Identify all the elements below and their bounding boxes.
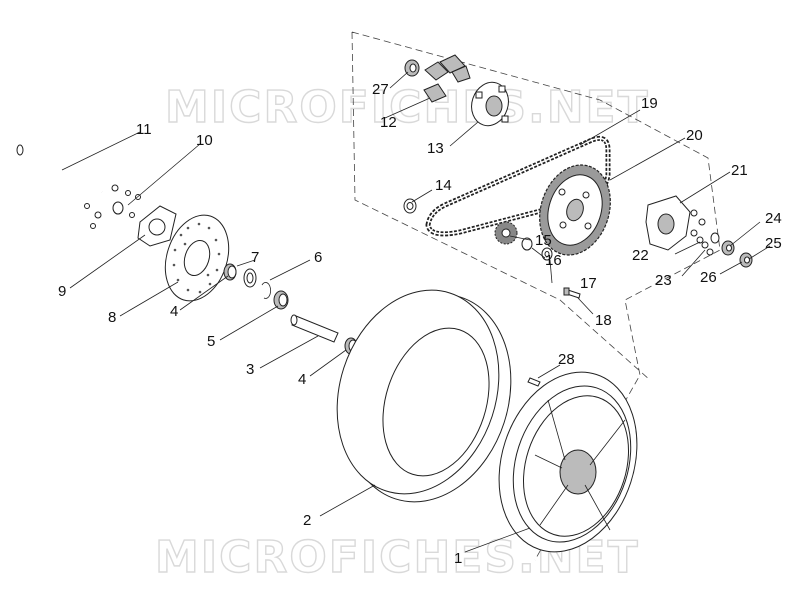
callout-16: 16 [545,252,562,269]
callout-22: 22 [632,247,649,264]
brake-disc [164,214,230,302]
sprocket-cover [645,195,691,251]
carrier-spacer [403,198,417,214]
callout-6: 6 [314,249,322,266]
callout-9: 9 [58,283,66,300]
callout-1: 1 [454,550,462,567]
cush-drive-rubbers [423,54,471,103]
spacer-tube [290,314,339,343]
rear-rim [498,371,638,553]
valve-stem [527,377,541,387]
callout-3: 3 [246,361,254,378]
callout-7: 7 [251,249,259,266]
rear-sprocket [539,164,611,256]
sprocket-washer [521,237,533,251]
callout-labels: 1 2 3 4 4 5 6 7 8 9 10 11 12 13 14 15 16… [58,81,782,567]
assembly-boundary-line [351,31,721,561]
axle-nut [739,252,753,268]
callout-26: 26 [700,269,717,286]
bushing [710,232,720,244]
leader-lines [61,71,771,553]
watermark-top: MICROFICHES.NET [165,82,650,133]
front-sprocket [494,221,518,245]
callout-10: 10 [196,132,213,149]
cover-bolts [690,209,714,256]
callout-2: 2 [303,512,311,529]
hub-bearing [404,59,420,77]
drive-chain [425,135,611,237]
callout-17: 17 [580,275,597,292]
sprocket-carrier [471,81,509,127]
callout-13: 13 [427,140,444,157]
wheel-bearing-seal [273,290,289,310]
wheel-bearing-left [223,263,237,281]
callout-24: 24 [765,210,782,227]
callout-11: 11 [136,121,152,138]
callout-25: 25 [765,235,782,252]
callout-5: 5 [207,333,215,350]
callout-15: 15 [535,232,552,249]
callout-21: 21 [731,162,748,179]
callout-4-lower: 4 [298,371,306,388]
lock-washer [541,247,553,261]
callout-12: 12 [380,114,397,131]
callout-8: 8 [108,309,116,326]
rear-tyre [336,289,512,503]
callout-19: 19 [641,95,658,112]
spacer-bolts [84,184,141,229]
callout-20: 20 [686,127,703,144]
callout-4-upper: 4 [170,303,178,320]
callout-28: 28 [558,351,575,368]
callout-14: 14 [435,177,452,194]
callout-27: 27 [372,81,389,98]
circlip [261,282,272,299]
oil-seal [243,268,257,288]
brake-bracket [137,205,177,247]
rear-axle [16,144,103,194]
callout-18: 18 [595,312,612,329]
sprocket-bolt [563,287,581,299]
callout-23: 23 [655,272,672,289]
axle-washer [721,240,735,256]
